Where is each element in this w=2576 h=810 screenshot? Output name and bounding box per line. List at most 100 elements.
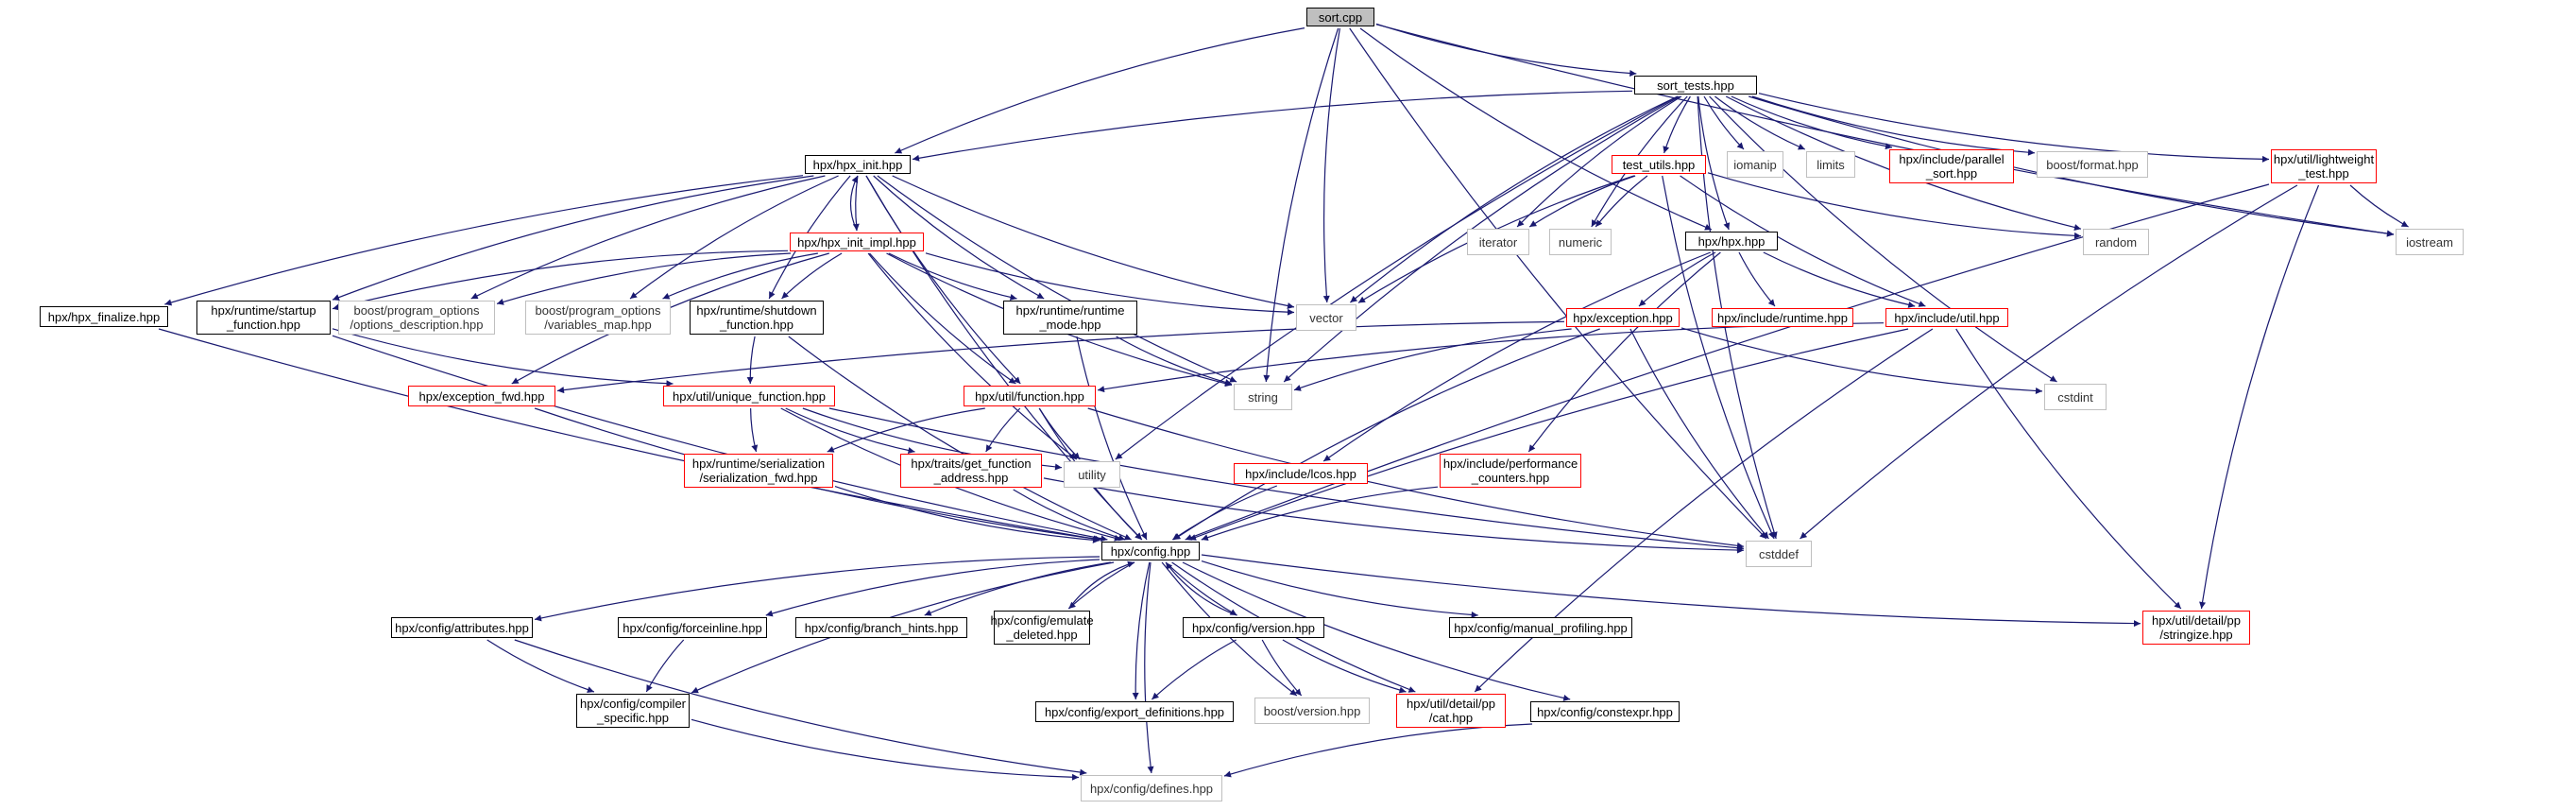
edge-hpx-hpp-to-performance-counters bbox=[1527, 251, 1721, 453]
node-stringize-hpp[interactable]: hpx/util/detail/pp /stringize.hpp bbox=[2142, 611, 2250, 645]
node-serialization-fwd-hpp[interactable]: hpx/runtime/serialization /serialization… bbox=[684, 454, 833, 488]
edge-exception-fwd-to-config bbox=[534, 407, 1102, 543]
node-boost-format-hpp[interactable]: boost/format.hpp bbox=[2037, 151, 2148, 178]
node-hpx-hpp[interactable]: hpx/hpx.hpp bbox=[1685, 232, 1778, 250]
node-config-version-hpp[interactable]: hpx/config/version.hpp bbox=[1183, 617, 1324, 638]
edge-attributes-to-compiler-specific bbox=[486, 639, 595, 694]
edge-exception-hpp-to-cstddef bbox=[1629, 328, 1769, 540]
node-iomanip[interactable]: iomanip bbox=[1727, 151, 1783, 178]
edge-sort-tests-to-utility bbox=[1115, 95, 1679, 460]
edge-sort-tests-to-string bbox=[1283, 95, 1680, 383]
edge-sort-cpp-to-hpx-init bbox=[895, 27, 1305, 154]
node-get-function-address-hpp[interactable]: hpx/traits/get_function _address.hpp bbox=[900, 454, 1042, 488]
edge-hpx-init-impl-to-util-function bbox=[869, 252, 1016, 385]
edge-include-util-to-config bbox=[1188, 328, 1909, 541]
edge-include-util-to-stringize bbox=[1955, 328, 2182, 610]
node-sort-tests-hpp[interactable]: sort_tests.hpp bbox=[1634, 76, 1757, 95]
node-limits[interactable]: limits bbox=[1806, 151, 1855, 178]
node-iterator[interactable]: iterator bbox=[1467, 229, 1529, 255]
node-lightweight-test-hpp[interactable]: hpx/util/lightweight _test.hpp bbox=[2271, 149, 2377, 183]
edge-unique-function-to-serialization-fwd bbox=[750, 407, 759, 453]
edge-config-to-compiler-specific bbox=[691, 561, 1115, 694]
node-lcos-hpp[interactable]: hpx/include/lcos.hpp bbox=[1234, 463, 1368, 484]
node-parallel-sort-hpp[interactable]: hpx/include/parallel _sort.hpp bbox=[1889, 149, 2014, 183]
node-pp-cat-hpp[interactable]: hpx/util/detail/pp /cat.hpp bbox=[1396, 694, 1506, 728]
node-attributes-hpp[interactable]: hpx/config/attributes.hpp bbox=[391, 617, 533, 638]
edge-sort-tests-to-hpx-hpp bbox=[1697, 95, 1731, 231]
node-string[interactable]: string bbox=[1234, 384, 1292, 410]
edge-hpx-init-impl-to-options-description bbox=[496, 252, 792, 305]
node-test-utils-hpp[interactable]: test_utils.hpp bbox=[1612, 155, 1706, 174]
node-unique-function-hpp[interactable]: hpx/util/unique_function.hpp bbox=[663, 386, 835, 406]
node-hpx-init-hpp[interactable]: hpx/hpx_init.hpp bbox=[805, 155, 911, 174]
edge-hpx-init-to-string bbox=[877, 175, 1237, 383]
node-config-hpp[interactable]: hpx/config.hpp bbox=[1101, 542, 1200, 560]
node-emulate-deleted-hpp[interactable]: hpx/config/emulate _deleted.hpp bbox=[990, 611, 1094, 645]
node-export-definitions-hpp[interactable]: hpx/config/export_definitions.hpp bbox=[1035, 701, 1234, 722]
node-utility[interactable]: utility bbox=[1064, 461, 1120, 488]
node-cstddef[interactable]: cstddef bbox=[1746, 541, 1812, 567]
edge-config-to-constexpr bbox=[1182, 561, 1571, 701]
edge-sort-tests-to-iterator bbox=[1516, 95, 1682, 228]
node-vector[interactable]: vector bbox=[1296, 304, 1356, 331]
edge-lightweight-test-to-cstddef bbox=[1800, 184, 2298, 540]
edge-attributes-to-defines bbox=[514, 639, 1087, 776]
node-exception-hpp[interactable]: hpx/exception.hpp bbox=[1566, 308, 1680, 327]
edge-hpx-init-to-hpx-finalize bbox=[164, 175, 804, 306]
node-runtime-mode-hpp[interactable]: hpx/runtime/runtime _mode.hpp bbox=[1003, 301, 1137, 335]
edge-config-to-forceinline bbox=[765, 559, 1100, 617]
node-manual-profiling-hpp[interactable]: hpx/config/manual_profiling.hpp bbox=[1449, 617, 1632, 638]
node-options-description-hpp[interactable]: boost/program_options /options_descripti… bbox=[338, 301, 495, 335]
node-cstdint[interactable]: cstdint bbox=[2044, 384, 2107, 410]
node-defines-hpp[interactable]: hpx/config/defines.hpp bbox=[1081, 775, 1222, 801]
node-random[interactable]: random bbox=[2083, 229, 2149, 255]
edge-config-to-attributes bbox=[534, 556, 1100, 622]
node-forceinline-hpp[interactable]: hpx/config/forceinline.hpp bbox=[618, 617, 767, 638]
edge-hpx-init-impl-to-utility bbox=[867, 252, 1078, 460]
edge-serialization-fwd-to-config bbox=[834, 486, 1100, 543]
edge-config-version-to-pp-cat bbox=[1282, 639, 1407, 694]
edge-exception-hpp-to-exception-fwd bbox=[556, 320, 1565, 394]
edge-runtime-mode-to-string bbox=[1116, 336, 1233, 386]
edge-util-function-to-cstddef bbox=[1087, 407, 1745, 549]
node-numeric[interactable]: numeric bbox=[1549, 229, 1612, 255]
node-branch-hints-hpp[interactable]: hpx/config/branch_hints.hpp bbox=[795, 617, 967, 638]
node-iostream[interactable]: iostream bbox=[2396, 229, 2464, 255]
node-boost-version-hpp[interactable]: boost/version.hpp bbox=[1254, 698, 1370, 724]
edge-hpx-init-to-vector bbox=[892, 175, 1295, 309]
node-exception-fwd-hpp[interactable]: hpx/exception_fwd.hpp bbox=[408, 386, 555, 406]
edge-sort-cpp-to-string bbox=[1263, 27, 1339, 383]
edge-performance-counters-to-config bbox=[1201, 486, 1439, 541]
edge-hpx-init-to-runtime-mode bbox=[873, 175, 1045, 300]
edge-get-function-address-to-config bbox=[1013, 489, 1126, 542]
edge-sort-cpp-to-iostream bbox=[1375, 24, 2395, 237]
node-util-function-hpp[interactable]: hpx/util/function.hpp bbox=[964, 386, 1096, 406]
edge-hpx-hpp-to-lcos bbox=[1322, 251, 1712, 462]
edge-layer bbox=[158, 23, 2409, 781]
edge-hpx-init-to-options-description bbox=[470, 175, 826, 300]
node-startup-function-hpp[interactable]: hpx/runtime/startup _function.hpp bbox=[196, 301, 331, 335]
node-include-util-hpp[interactable]: hpx/include/util.hpp bbox=[1885, 308, 2008, 327]
node-sort-cpp[interactable]: sort.cpp bbox=[1306, 8, 1374, 26]
node-compiler-specific-hpp[interactable]: hpx/config/compiler _specific.hpp bbox=[576, 694, 690, 728]
edge-hpx-finalize-to-config bbox=[158, 328, 1100, 543]
edge-unique-function-to-get-function-address bbox=[785, 407, 915, 455]
node-constexpr-hpp[interactable]: hpx/config/constexpr.hpp bbox=[1530, 701, 1680, 722]
edge-test-utils-to-cstddef bbox=[1662, 175, 1775, 540]
edge-lightweight-test-to-stringize bbox=[2199, 184, 2320, 610]
edge-hpx-init-to-variables-map bbox=[629, 175, 839, 300]
edge-hpx-init-impl-to-hpx-init bbox=[849, 175, 859, 232]
edge-sort-tests-to-hpx-init bbox=[912, 90, 1633, 162]
node-performance-counters-hpp[interactable]: hpx/include/performance _counters.hpp bbox=[1440, 454, 1581, 488]
edge-sort-tests-to-iostream bbox=[1749, 95, 2395, 237]
node-shutdown-function-hpp[interactable]: hpx/runtime/shutdown _function.hpp bbox=[690, 301, 824, 335]
node-hpx-finalize-hpp[interactable]: hpx/hpx_finalize.hpp bbox=[40, 306, 168, 327]
node-include-runtime-hpp[interactable]: hpx/include/runtime.hpp bbox=[1712, 308, 1853, 327]
node-variables-map-hpp[interactable]: boost/program_options /variables_map.hpp bbox=[525, 301, 671, 335]
edge-config-to-stringize bbox=[1201, 554, 2141, 628]
edge-forceinline-to-compiler-specific bbox=[645, 639, 685, 693]
edge-sort-tests-to-parallel-sort bbox=[1731, 95, 1893, 150]
edge-hpx-init-impl-to-vector bbox=[925, 252, 1295, 316]
node-hpx-init-impl-hpp[interactable]: hpx/hpx_init_impl.hpp bbox=[790, 233, 924, 251]
